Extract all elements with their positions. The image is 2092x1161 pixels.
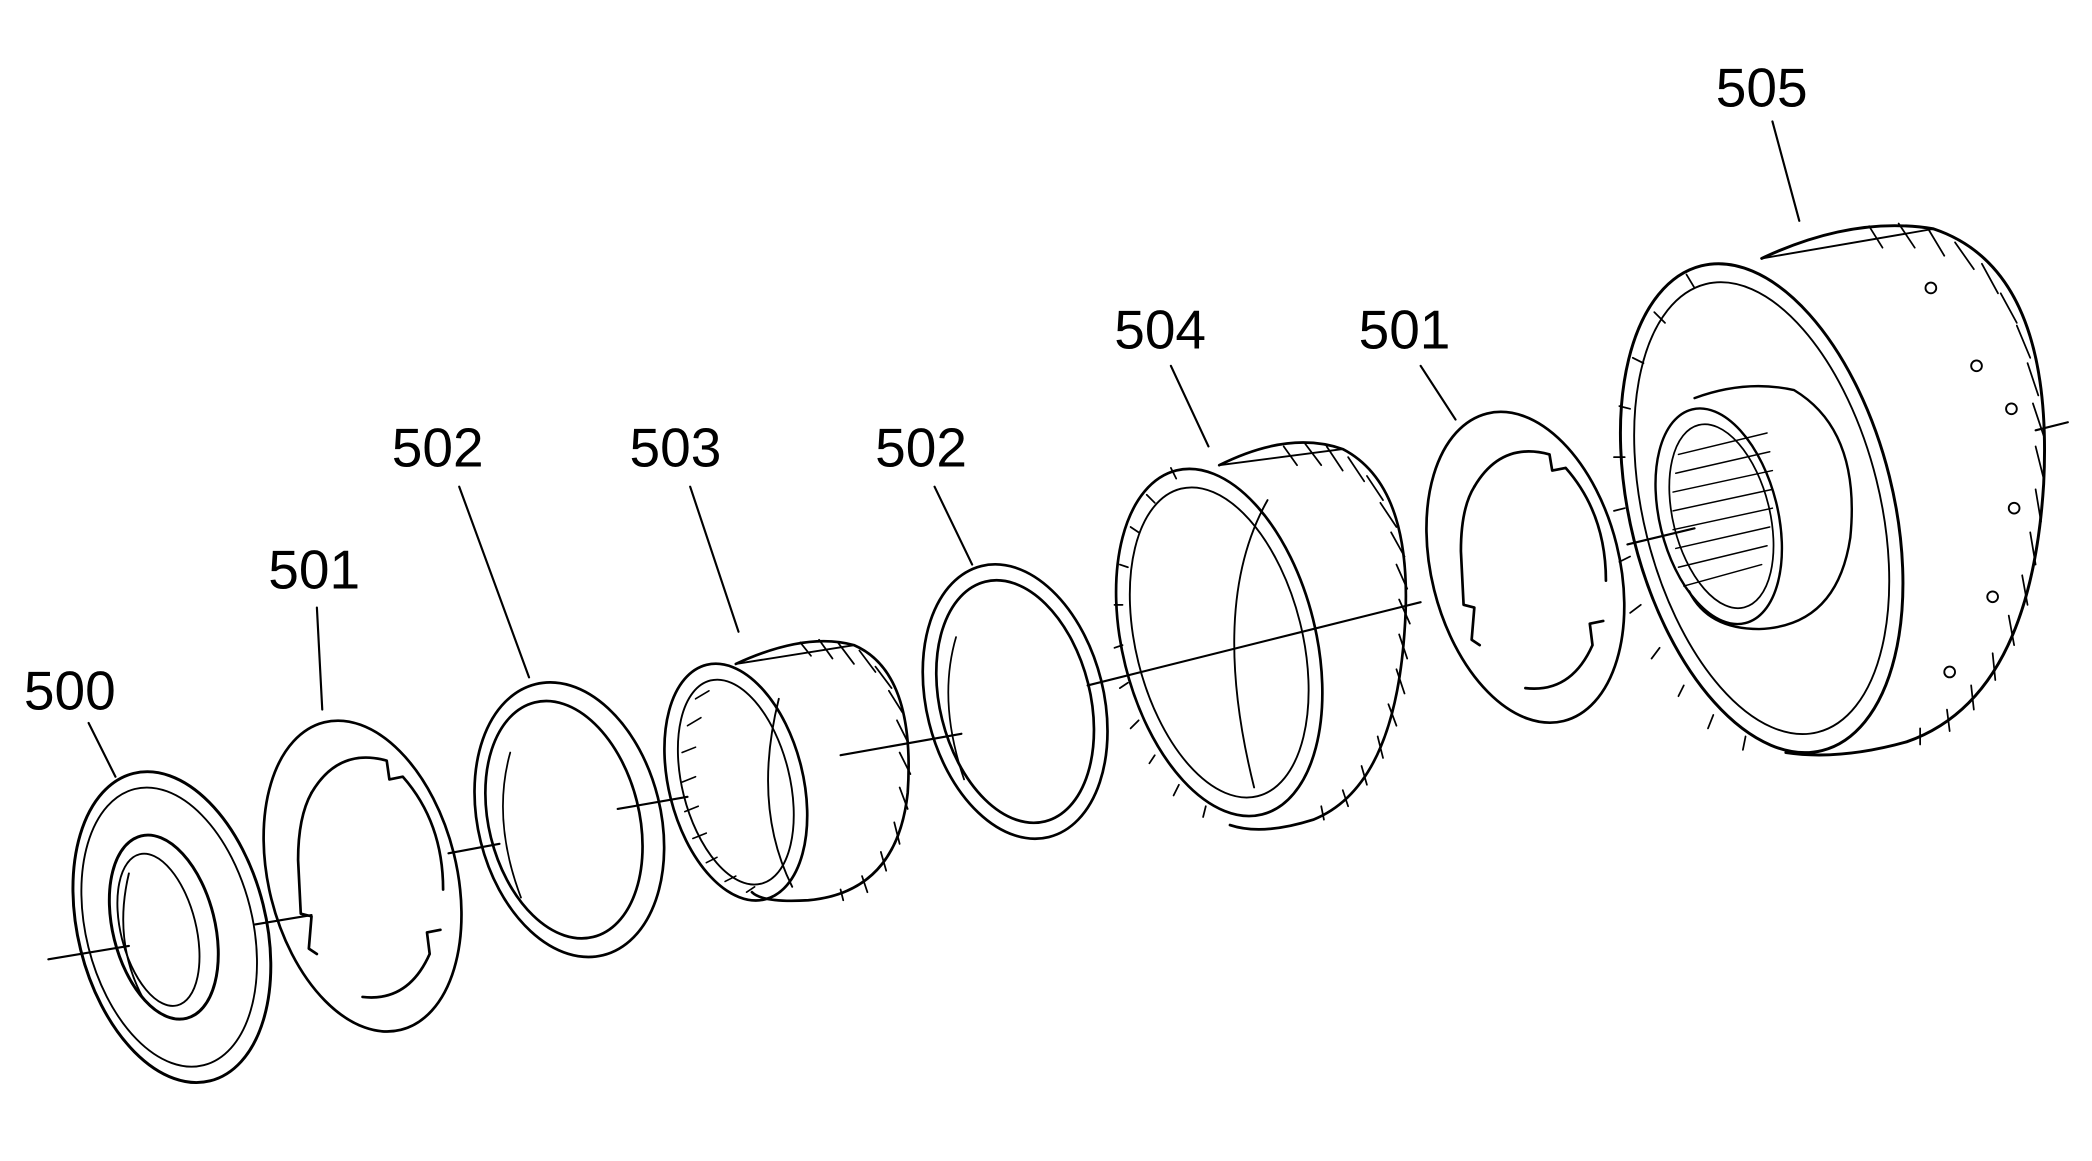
part-500-thrust-washer (71, 770, 273, 1085)
part-504-outer-race (1113, 441, 1411, 831)
housing-outer-splines (1868, 222, 2045, 746)
outer-race-splines (1282, 442, 1411, 821)
part-503-roller-clutch (663, 638, 912, 903)
leader-lines (87, 120, 1801, 778)
center-axis (47, 421, 2069, 961)
callout-503: 503 (629, 417, 721, 479)
callout-502-left: 502 (392, 417, 484, 479)
callout-labels: 500 501 502 503 502 504 501 505 (24, 57, 1808, 722)
callout-501-left: 501 (268, 539, 360, 601)
part-502-washer-left (473, 681, 666, 959)
leader-501-left (315, 606, 324, 711)
callout-504: 504 (1114, 298, 1206, 360)
leader-505 (1771, 120, 1801, 222)
leader-501-right (1419, 364, 1457, 421)
callout-501-right: 501 (1359, 298, 1451, 360)
part-501-thrust-plate-left (262, 719, 463, 1033)
housing-oil-holes (1924, 281, 2021, 679)
roller-clutch-rollers (681, 689, 756, 894)
part-501-thrust-plate-right (1425, 410, 1626, 725)
callout-505: 505 (1716, 57, 1808, 119)
callout-502-right: 502 (875, 417, 967, 479)
leader-502-left (458, 485, 531, 679)
part-505-clutch-housing (1613, 222, 2046, 757)
leader-502-right (933, 485, 974, 566)
housing-front-teeth (1613, 273, 1747, 751)
roller-clutch-bars (799, 638, 912, 902)
outer-race-front-teeth (1113, 467, 1207, 818)
leader-504 (1169, 364, 1210, 448)
callout-500: 500 (24, 660, 116, 722)
leader-500 (87, 721, 117, 778)
part-502-washer-right (921, 563, 1109, 841)
housing-inner-splines (1672, 432, 1774, 587)
leader-503 (689, 485, 740, 633)
